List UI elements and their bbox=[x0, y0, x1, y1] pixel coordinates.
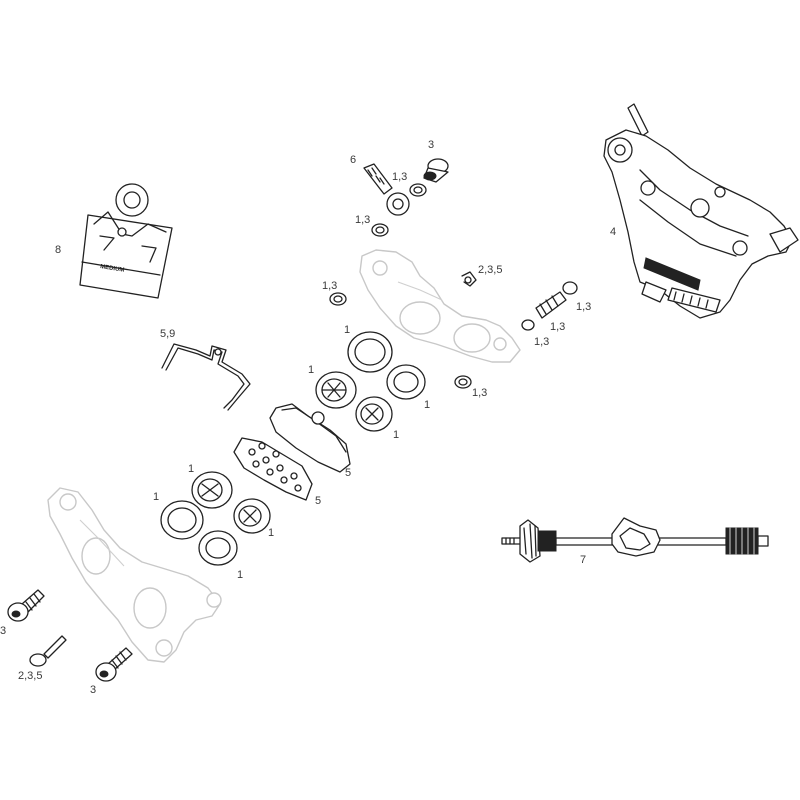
label-banjo-washer-b: 1,3 bbox=[355, 214, 370, 226]
label-bolt-bottom: 3 bbox=[90, 684, 96, 696]
label-bleed-washer-a: 1,3 bbox=[550, 321, 565, 333]
brake-pad bbox=[269, 403, 351, 473]
body-washer bbox=[329, 292, 347, 306]
part-4-caliper-assembly bbox=[603, 103, 799, 319]
part-6-banjo bbox=[363, 163, 410, 216]
pad-backing-plate bbox=[233, 437, 313, 501]
seal-upper-small bbox=[386, 364, 426, 400]
caliper-half-lower-ghost bbox=[47, 487, 222, 663]
banjo-washer-upper-hole bbox=[413, 186, 423, 194]
bolt-left bbox=[7, 589, 45, 622]
part-7-axle-tool bbox=[501, 517, 769, 563]
bolt-bottom bbox=[95, 647, 133, 682]
pad-spring-text: MEDIUM bbox=[100, 264, 125, 274]
caliper-half-upper-ghost bbox=[359, 249, 521, 363]
piston-upper-right bbox=[355, 396, 393, 432]
label-lower-washer: 1,3 bbox=[472, 387, 487, 399]
bleed-screw bbox=[535, 281, 578, 319]
lower-washer-hole bbox=[458, 378, 468, 386]
part-3-banjo-bolt bbox=[423, 158, 449, 183]
label-pin: 2,3,5 bbox=[18, 670, 42, 682]
label-piston-lower-top: 1 bbox=[188, 463, 194, 475]
seal-lower-bottom bbox=[198, 530, 238, 566]
part-5-9-clip bbox=[161, 343, 251, 411]
label-seal-upper-right: 1 bbox=[424, 399, 430, 411]
label-outer-ring: 1 bbox=[344, 324, 350, 336]
piston-upper-left bbox=[315, 371, 357, 409]
label-piston-upper-left: 1 bbox=[308, 364, 314, 376]
piston-lower-right bbox=[233, 498, 271, 534]
label-pin-clip: 2,3,5 bbox=[478, 264, 502, 276]
body-washer-hole bbox=[333, 295, 343, 303]
label-seal-lower-left: 1 bbox=[153, 491, 159, 503]
pin-clip-upper bbox=[461, 271, 477, 287]
part-8-pad-spring: MEDIUM bbox=[79, 183, 173, 299]
lower-washer bbox=[454, 375, 472, 389]
label-seal-lower-bottom: 1 bbox=[237, 569, 243, 581]
banjo-washer-lower bbox=[371, 223, 389, 237]
label-piston-upper-right: 1 bbox=[393, 429, 399, 441]
guide-pin bbox=[29, 635, 67, 667]
label-part-6: 6 bbox=[350, 154, 356, 166]
label-pad-backing: 5 bbox=[315, 495, 321, 507]
label-bleed-screw: 1,3 bbox=[576, 301, 591, 313]
label-part-4: 4 bbox=[610, 226, 616, 238]
label-piston-lower-right: 1 bbox=[268, 527, 274, 539]
bleed-washer-a bbox=[521, 319, 535, 331]
label-part-3-banjo-bolt: 3 bbox=[428, 139, 434, 151]
seal-upper-large bbox=[347, 331, 393, 373]
banjo-washer-lower-hole bbox=[375, 226, 385, 234]
label-part-5-9: 5,9 bbox=[160, 328, 175, 340]
banjo-washer-upper bbox=[409, 183, 427, 197]
label-body-washer: 1,3 bbox=[322, 280, 337, 292]
label-bleed-washer-b: 1,3 bbox=[534, 336, 549, 348]
label-bolt-left: 3 bbox=[0, 625, 6, 637]
label-pad: 5 bbox=[345, 467, 351, 479]
piston-lower-top bbox=[191, 471, 233, 509]
label-banjo-washer-a: 1,3 bbox=[392, 171, 407, 183]
label-part-7: 7 bbox=[580, 554, 586, 566]
label-part-8: 8 bbox=[55, 244, 61, 256]
seal-lower-left bbox=[160, 500, 204, 540]
